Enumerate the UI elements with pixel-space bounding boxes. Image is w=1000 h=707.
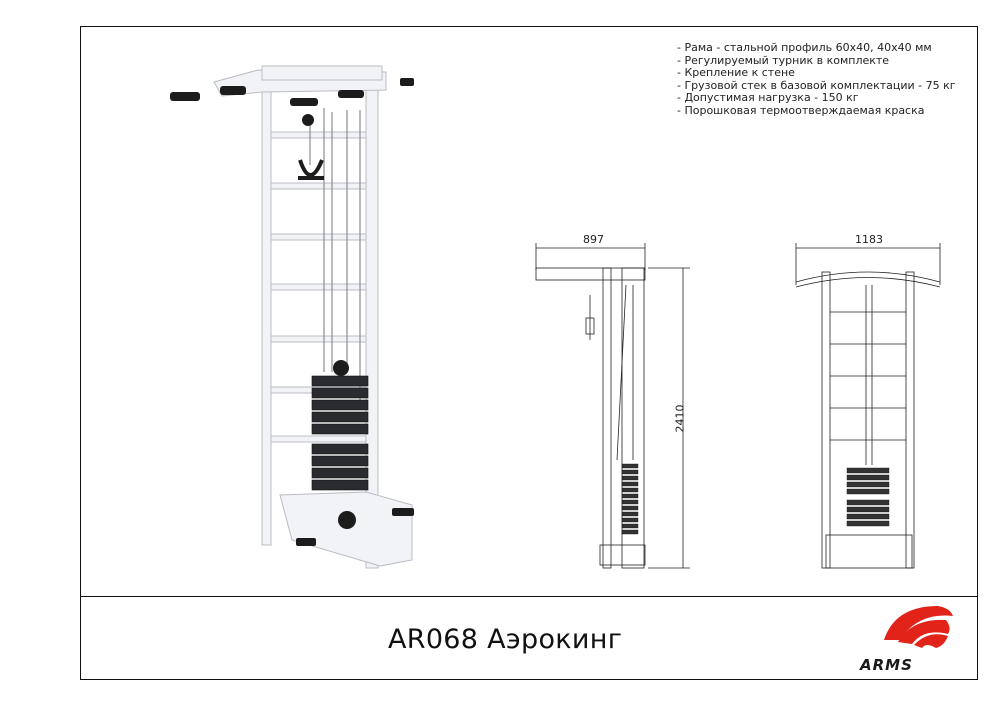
pulley-icon — [333, 360, 349, 376]
brand-name: ARMS — [860, 656, 913, 674]
spec-list: - Рама - стальной профиль 60х40, 40х40 м… — [677, 41, 956, 118]
front-width-label: 1183 — [855, 233, 883, 246]
spec-item: - Порошковая термоотверждаемая краска — [677, 103, 925, 117]
drawing-frame — [80, 26, 978, 680]
weight-stack — [311, 375, 369, 491]
spec-item: - Крепление к стене — [677, 66, 795, 80]
pulley-icon — [302, 114, 314, 126]
wall-bars-frame — [213, 65, 413, 569]
stirrup-handle — [298, 159, 324, 180]
front-weight-stack — [846, 467, 890, 527]
side-weight-stack — [621, 463, 639, 535]
spec-item: - Рама - стальной профиль 60х40, 40х40 м… — [677, 41, 932, 54]
cable-lines — [309, 108, 361, 400]
pulley-icon — [338, 511, 356, 529]
height-label: 2410 — [673, 404, 687, 433]
spec-item: - Грузовой стек в базовой комплектации -… — [677, 78, 956, 92]
title-divider — [80, 596, 978, 597]
product-title: AR068 Аэрокинг — [388, 624, 623, 655]
pull-up-handles — [170, 78, 414, 106]
side-width-label: 897 — [583, 233, 604, 246]
floor-handles — [296, 508, 414, 546]
spec-item: - Регулируемый турник в комплекте — [677, 53, 890, 67]
spec-item: - Допустимая нагрузка - 150 кг — [677, 91, 859, 105]
